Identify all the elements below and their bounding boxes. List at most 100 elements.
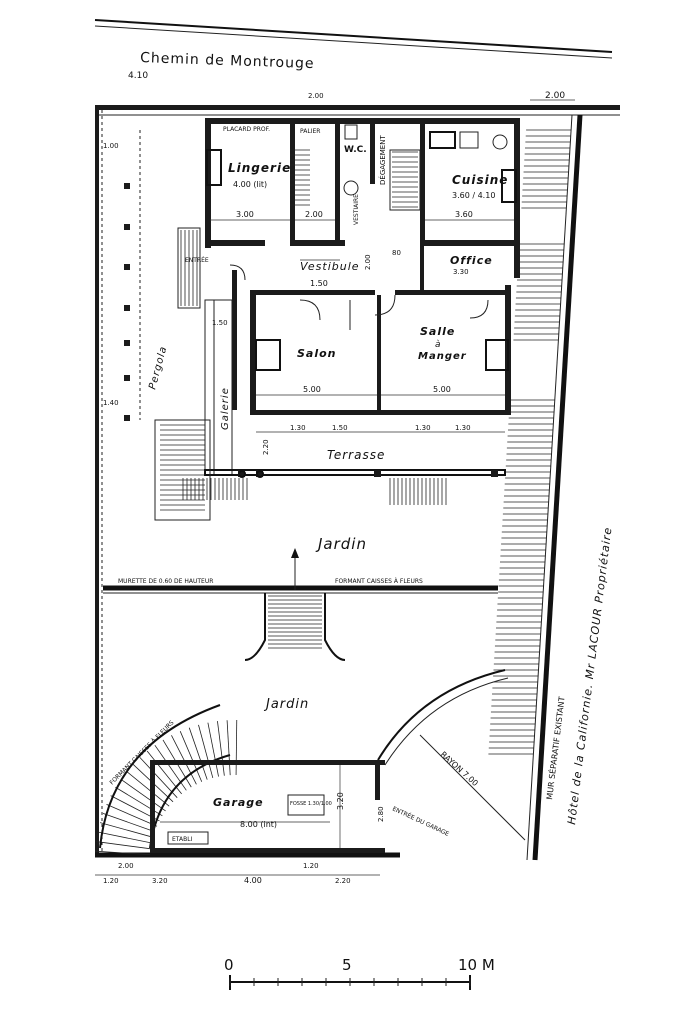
- scale-mark-10: 10 M: [458, 956, 495, 974]
- galerie-label: Galerie: [220, 387, 231, 430]
- boundary-wall-top: [95, 105, 620, 110]
- rayon-arc-inner: [384, 677, 509, 766]
- murette-label: MURETTE DE 0.60 DE HAUTEUR: [118, 578, 213, 585]
- garage-walls: [150, 760, 385, 853]
- stair-tread-line: [188, 727, 208, 780]
- dim-d220b: 2.20: [335, 877, 351, 885]
- street-label: Chemin de Montrouge: [140, 50, 315, 72]
- garage-label: Garage: [213, 796, 264, 809]
- fosse-label: FOSSE 1.30/1.00: [290, 801, 332, 807]
- stair-tread-line: [226, 720, 231, 776]
- stair-tread-line: [198, 724, 214, 779]
- lingerie-label: Lingerie: [228, 161, 291, 175]
- degagement-label: DÉGAGEMENT: [378, 135, 387, 185]
- dim-d200a: 2.00: [308, 92, 324, 100]
- entree-garage-label: ENTRÉE DU GARAGE: [391, 805, 450, 838]
- dim-d120b: 1.20: [303, 862, 319, 870]
- pergola-label: Pergola: [147, 345, 169, 391]
- vestibule-label: Vestibule: [300, 260, 360, 273]
- wc-label: W.C.: [344, 145, 367, 155]
- dim-d300a: 3.00: [236, 210, 254, 219]
- stair-tread-line: [97, 831, 152, 844]
- mur-separatif-label: MUR SÉPARATIF EXISTANT: [543, 696, 567, 801]
- office-dim: 3.30: [453, 268, 469, 276]
- dim-d080: 80: [392, 249, 401, 257]
- garden-stairs-outline: [244, 593, 346, 661]
- stair-tread-line: [99, 822, 154, 838]
- etabli-box: [167, 831, 209, 845]
- caisses-curve-label: FORMANT CAISSES À FLEURS: [108, 719, 175, 786]
- wc-bowl: [343, 180, 359, 196]
- dim-d130c: 1.30: [455, 424, 471, 432]
- salle-label-2: à: [435, 340, 442, 350]
- street-edge-line: [94, 19, 613, 53]
- dim-d500b: 5.00: [433, 385, 451, 394]
- dim-d130a: 1.30: [290, 424, 306, 432]
- dim-d150v: 1.50: [212, 319, 228, 327]
- dim-d100: 1.00: [103, 142, 119, 150]
- dim-d140: 1.40: [103, 399, 119, 407]
- post-circle-2: [256, 470, 264, 478]
- entree-label: ENTRÉE: [185, 256, 209, 264]
- formant-label: FORMANT CAISSES À FLEURS: [335, 578, 423, 585]
- dim-d150b: 1.50: [332, 424, 348, 432]
- dim-d130b: 1.30: [415, 424, 431, 432]
- fosse-box: [287, 794, 325, 816]
- interior-stair: [290, 149, 310, 206]
- stair-tread-line: [139, 757, 178, 798]
- dimension-lines: [95, 99, 575, 876]
- fireplace-salon: [255, 339, 281, 371]
- stair-tread-line: [96, 841, 151, 850]
- fireplace-lingerie: [206, 149, 222, 186]
- jardin-label-1: Jardin: [315, 535, 367, 553]
- boundary-wall-right: [532, 114, 583, 861]
- dim-d500a: 5.00: [303, 385, 321, 394]
- degagement-stair-box: [389, 149, 421, 211]
- lingerie-dim: 4.00 (lit): [233, 180, 267, 189]
- vestiaire-label: VESTIAIRE: [353, 194, 360, 225]
- garage-w: 3.20: [336, 792, 345, 810]
- etabli-label: ETABLI: [172, 836, 193, 843]
- rayon-label: RAYON 7.00: [439, 750, 480, 788]
- dim-d360: 3.60: [455, 210, 473, 219]
- boundary-wall-right-inner: [526, 114, 573, 861]
- dim-d220: 2.20: [262, 439, 270, 455]
- palier-label: PALIER: [300, 128, 320, 135]
- stair-tread-line: [95, 850, 151, 856]
- boundary-wall-left: [95, 105, 99, 855]
- terrasse-left-stairs-box: [154, 419, 211, 521]
- dim-d200b: 2.00: [305, 210, 323, 219]
- dim-d400: 4.00: [244, 876, 262, 885]
- stair-tread-line: [106, 804, 158, 827]
- door-swings: [229, 264, 489, 321]
- scale-mark-5: 5: [342, 956, 352, 974]
- dim-d200v: 2.00: [364, 254, 372, 270]
- cuisine-label: Cuisine: [452, 173, 508, 187]
- scale-bar: [229, 975, 471, 990]
- stair-tread-line: [179, 731, 203, 782]
- stair-tread-line: [217, 721, 225, 776]
- salle-label-3: Manger: [418, 351, 467, 362]
- entree-steps-lines: [180, 230, 198, 306]
- kitchen-sink: [459, 131, 479, 149]
- street-dim: 4.10: [128, 71, 148, 81]
- fireplace-cuisine: [501, 169, 517, 203]
- stair-tread-line: [171, 735, 197, 785]
- wc-fixture: [344, 124, 358, 140]
- stair-tread-line: [102, 813, 155, 833]
- fireplace-salle: [485, 339, 509, 371]
- dim-d150: 1.50: [310, 279, 328, 288]
- dim-d320: 3.20: [152, 877, 168, 885]
- placard-label: PLACARD PROF.: [223, 126, 270, 133]
- cuisine-dim: 3.60 / 4.10: [452, 191, 495, 200]
- salle-label-1: Salle: [420, 325, 455, 338]
- dim-d280: 2.80: [377, 806, 385, 822]
- rayon-radius-line: [419, 734, 526, 841]
- stair-tread-line: [120, 778, 166, 812]
- garden-axis: [291, 300, 351, 590]
- dim-d120a: 1.20: [103, 877, 119, 885]
- entree-steps: [177, 227, 201, 309]
- garden-central-stairs: [268, 595, 322, 649]
- street-edge-inner: [94, 25, 613, 59]
